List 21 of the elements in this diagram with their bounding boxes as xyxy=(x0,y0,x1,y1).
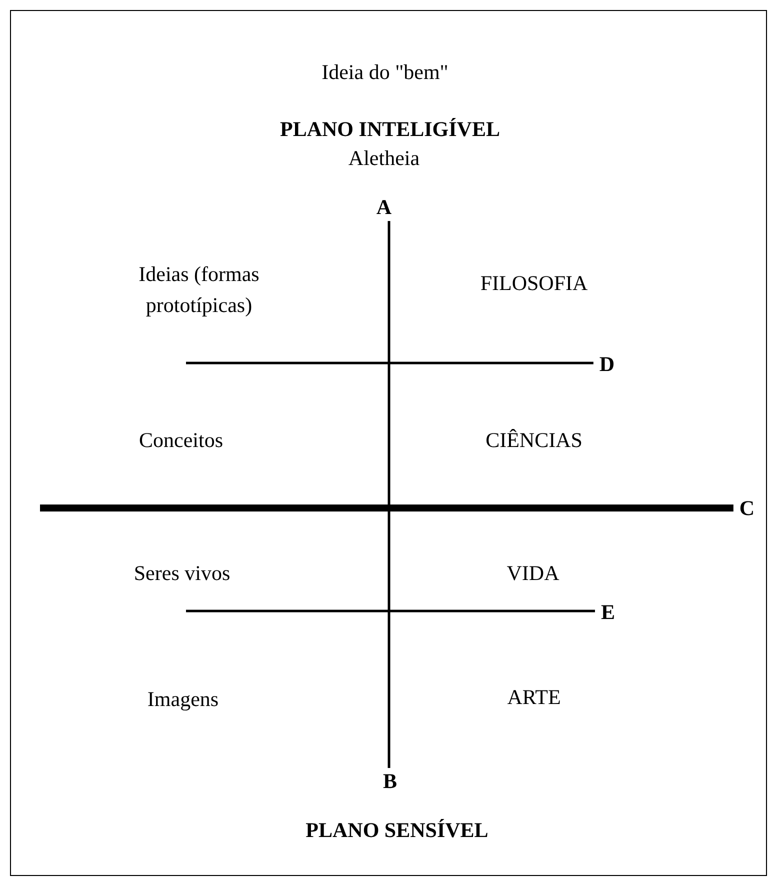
region-label: Ideia do "bem" xyxy=(322,59,448,86)
divider-line xyxy=(186,362,594,364)
divider-line xyxy=(388,221,390,768)
region-label: Conceitos xyxy=(139,427,223,454)
point-letter: B xyxy=(383,766,397,797)
plane-heading: PLANO SENSÍVEL xyxy=(306,817,488,844)
divider-line xyxy=(186,610,595,612)
region-label: Aletheia xyxy=(348,145,420,172)
point-letter: E xyxy=(601,597,615,628)
point-letter: A xyxy=(376,192,392,223)
region-label: VIDA xyxy=(506,560,560,587)
region-label: Imagens xyxy=(147,686,219,713)
plane-heading: PLANO INTELIGÍVEL xyxy=(280,116,500,143)
region-label: Ideias (formas prototípicas) xyxy=(138,261,260,319)
region-label: ARTE xyxy=(507,684,561,711)
region-label: CIÊNCIAS xyxy=(486,427,582,454)
point-letter: D xyxy=(599,349,615,380)
point-letter: C xyxy=(739,493,755,524)
region-label: FILOSOFIA xyxy=(480,270,588,297)
divider-line xyxy=(40,504,734,512)
region-label: Seres vivos xyxy=(134,560,230,587)
